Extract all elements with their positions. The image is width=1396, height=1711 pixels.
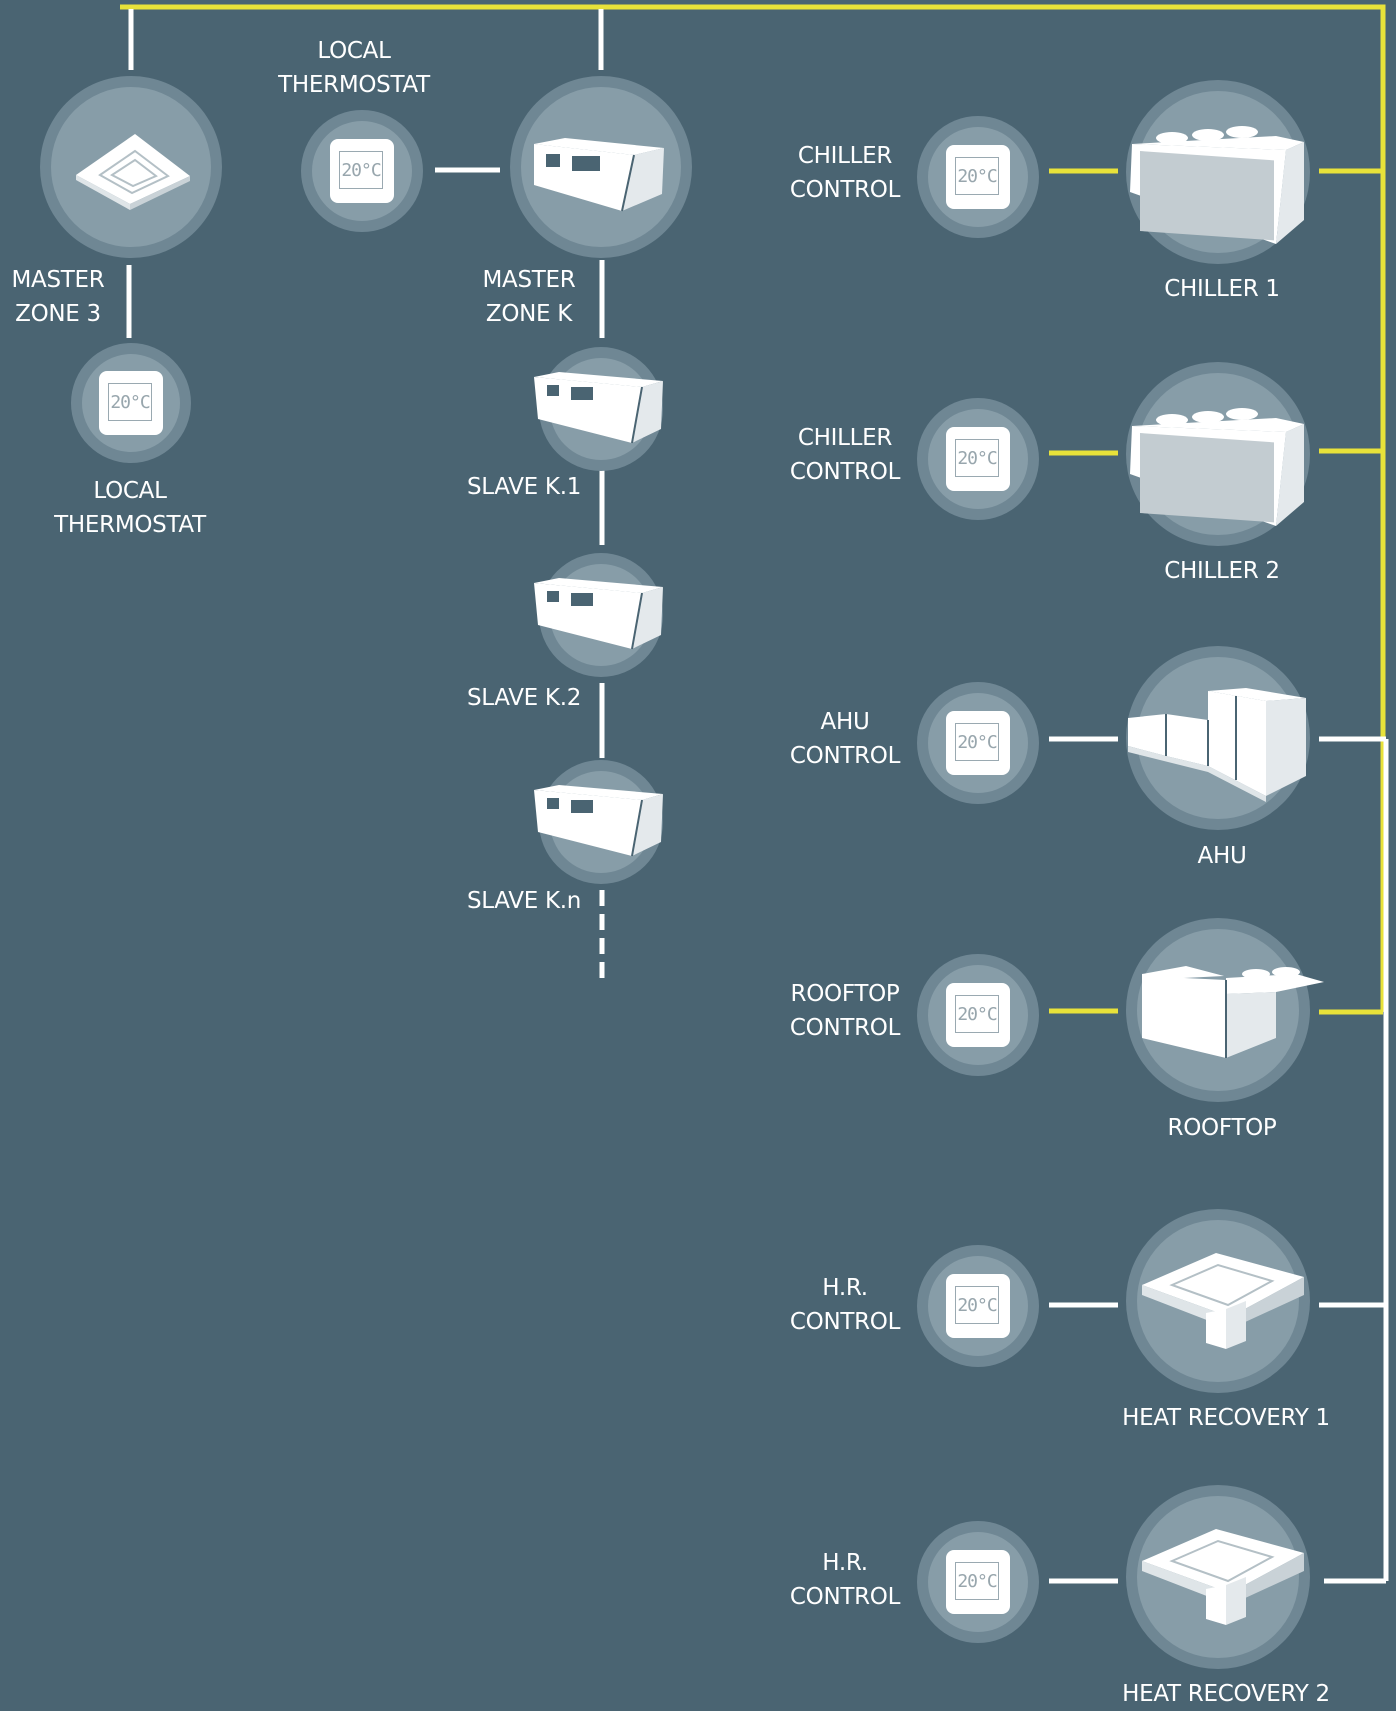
slave-kn-label: SLAVE K.n bbox=[466, 888, 582, 914]
hr-control-2-label: H.R. CONTROL bbox=[789, 1550, 901, 1610]
chiller-2-label: CHILLER 2 bbox=[1164, 558, 1280, 584]
slave-k2-label: SLAVE K.2 bbox=[466, 685, 582, 711]
chiller-control-1-label: CHILLER CONTROL bbox=[789, 143, 901, 203]
master-zone-k-label: MASTER ZONE K bbox=[482, 267, 576, 327]
chiller-1-label: CHILLER 1 bbox=[1164, 276, 1280, 302]
ducted-unit-icon bbox=[534, 578, 663, 650]
local-thermostat-top-label: LOCAL THERMOSTAT bbox=[278, 38, 430, 98]
air-handling-unit-icon bbox=[1128, 688, 1306, 802]
rooftop-control-label: ROOFTOP CONTROL bbox=[789, 981, 901, 1041]
bus-line-top bbox=[120, 4, 1386, 1012]
chiller-2-node[interactable] bbox=[1126, 362, 1310, 546]
hr-control-2-node[interactable]: 20°C bbox=[917, 1521, 1039, 1643]
heat-recovery-1-node[interactable] bbox=[1126, 1209, 1310, 1393]
thermostat-display: 20°C bbox=[955, 439, 999, 477]
ahu-control-node[interactable]: 20°C bbox=[917, 682, 1039, 804]
rooftop-unit-icon bbox=[1142, 966, 1324, 1058]
thermostat-icon: 20°C bbox=[946, 427, 1010, 491]
heat-recovery-1-label: HEAT RECOVERY 1 bbox=[1122, 1405, 1330, 1431]
ducted-unit-icon bbox=[534, 138, 664, 212]
chiller-control-1-node[interactable]: 20°C bbox=[917, 116, 1039, 238]
ahu-node[interactable] bbox=[1126, 646, 1310, 830]
slave-k1-label: SLAVE K.1 bbox=[466, 474, 582, 500]
thermostat-display: 20°C bbox=[339, 151, 383, 189]
thermostat-display: 20°C bbox=[955, 1562, 999, 1600]
thermostat-icon: 20°C bbox=[946, 1550, 1010, 1614]
chiller-icon bbox=[1130, 126, 1304, 244]
master-zone-3-node[interactable] bbox=[40, 76, 222, 258]
heat-recovery-icon bbox=[1142, 1253, 1304, 1349]
master-zone-k-node[interactable] bbox=[510, 76, 692, 258]
local-thermostat-left-label: LOCAL THERMOSTAT bbox=[54, 478, 206, 538]
heat-recovery-icon bbox=[1142, 1529, 1304, 1625]
ducted-unit-icon bbox=[534, 372, 663, 444]
thermostat-display: 20°C bbox=[955, 1286, 999, 1324]
local-thermostat-left-node[interactable]: 20°C bbox=[71, 343, 191, 463]
local-thermostat-top-node[interactable]: 20°C bbox=[301, 110, 423, 232]
hr-control-1-label: H.R. CONTROL bbox=[789, 1275, 901, 1335]
thermostat-icon: 20°C bbox=[946, 711, 1010, 775]
chiller-control-2-node[interactable]: 20°C bbox=[917, 398, 1039, 520]
slave-k1-node[interactable] bbox=[534, 347, 663, 471]
thermostat-display: 20°C bbox=[955, 723, 999, 761]
heat-recovery-2-node[interactable] bbox=[1126, 1485, 1310, 1669]
thermostat-icon: 20°C bbox=[946, 983, 1010, 1047]
ahu-label: AHU bbox=[1197, 843, 1247, 869]
rooftop-label: ROOFTOP bbox=[1167, 1115, 1277, 1141]
thermostat-display: 20°C bbox=[955, 157, 999, 195]
master-zone-3-label: MASTER ZONE 3 bbox=[11, 267, 105, 327]
hr-control-1-node[interactable]: 20°C bbox=[917, 1245, 1039, 1367]
chiller-control-2-label: CHILLER CONTROL bbox=[789, 425, 901, 485]
ahu-control-label: AHU CONTROL bbox=[789, 709, 901, 769]
slave-kn-node[interactable] bbox=[534, 760, 663, 884]
rooftop-node[interactable] bbox=[1126, 918, 1324, 1102]
slave-k2-node[interactable] bbox=[534, 553, 663, 677]
heat-recovery-2-label: HEAT RECOVERY 2 bbox=[1122, 1681, 1330, 1707]
chiller-1-node[interactable] bbox=[1126, 80, 1310, 264]
chiller-icon bbox=[1130, 408, 1304, 526]
cassette-unit-icon bbox=[76, 134, 190, 210]
thermostat-display: 20°C bbox=[955, 995, 999, 1033]
thermostat-icon: 20°C bbox=[99, 371, 163, 435]
thermostat-icon: 20°C bbox=[946, 1274, 1010, 1338]
thermostat-display: 20°C bbox=[108, 383, 152, 421]
thermostat-icon: 20°C bbox=[330, 139, 394, 203]
rooftop-control-node[interactable]: 20°C bbox=[917, 954, 1039, 1076]
ducted-unit-icon bbox=[534, 785, 663, 857]
thermostat-icon: 20°C bbox=[946, 145, 1010, 209]
